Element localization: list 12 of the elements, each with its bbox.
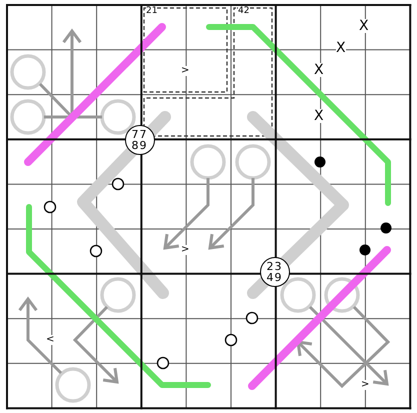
x-mark: X: [336, 41, 346, 55]
cage-sum: 42: [238, 7, 250, 16]
quad-clue-digits: 77 89: [130, 128, 148, 150]
inequality-sign: >: [361, 380, 370, 390]
inequality-sign: >: [181, 66, 190, 76]
cage-sum: 21: [146, 7, 158, 16]
x-mark: X: [314, 63, 324, 77]
x-mark: X: [314, 109, 324, 123]
x-mark: X: [359, 19, 369, 33]
inequality-sign: >: [181, 245, 190, 255]
inequality-sign: <: [46, 335, 54, 345]
quad-clue-digits: 23 49: [266, 260, 284, 282]
